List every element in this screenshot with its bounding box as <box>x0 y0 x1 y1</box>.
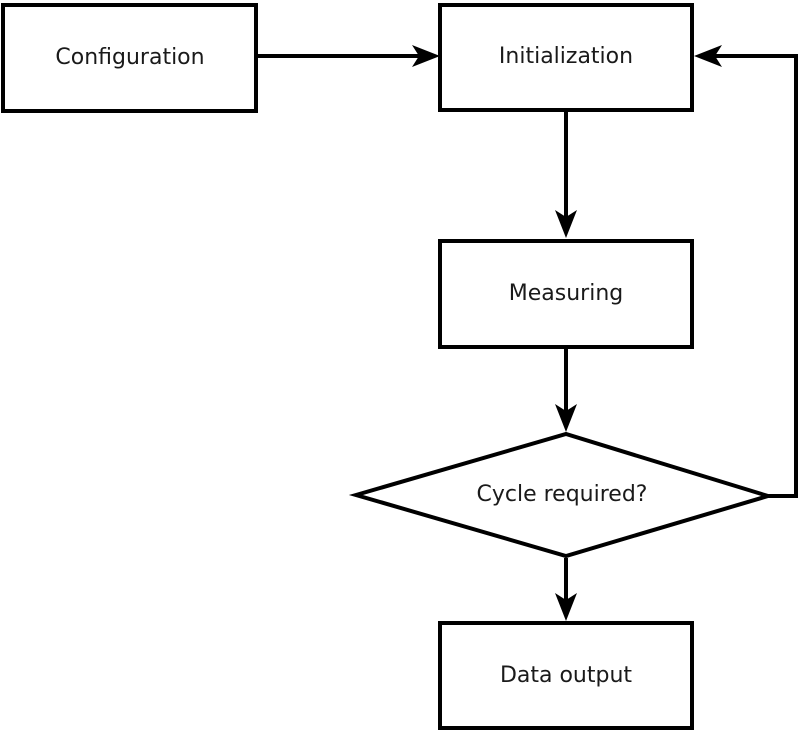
arrow-head-down-into-cycle-required <box>555 404 577 432</box>
node-configuration-shape[interactable] <box>1 3 258 113</box>
arrow-head-down-into-data-output <box>555 593 577 621</box>
node-initialization[interactable]: Initialization <box>438 3 694 112</box>
nodes-layer: Configuration Initialization Measuring C… <box>1 3 775 730</box>
node-cycle-required-shape[interactable] <box>348 431 775 559</box>
edge-line-feedback-loop <box>712 54 798 498</box>
arrow-head-right-into-initialization <box>412 45 440 67</box>
node-cycle-required[interactable]: Cycle required? <box>348 431 775 559</box>
arrow-head-down-into-measuring <box>555 210 577 238</box>
node-configuration[interactable]: Configuration <box>1 3 258 113</box>
edge-configuration-to-initialization <box>258 45 440 67</box>
node-configuration-label: Configuration <box>55 45 204 70</box>
node-data-output-label: Data output <box>500 663 632 688</box>
node-initialization-label: Initialization <box>499 44 633 69</box>
node-data-output-shape[interactable] <box>438 621 694 730</box>
edge-initialization-to-measuring <box>555 112 577 238</box>
node-measuring-label: Measuring <box>509 281 623 306</box>
edge-cycle-required-to-initialization-loop <box>694 45 798 498</box>
edges-layer <box>258 45 798 621</box>
node-initialization-shape[interactable] <box>438 3 694 112</box>
node-measuring[interactable]: Measuring <box>438 239 694 349</box>
edge-cycle-required-to-data-output <box>555 558 577 621</box>
node-cycle-required-label: Cycle required? <box>477 482 648 507</box>
node-measuring-shape[interactable] <box>438 239 694 349</box>
node-data-output[interactable]: Data output <box>438 621 694 730</box>
edge-measuring-to-cycle-required <box>555 349 577 432</box>
arrow-head-left-into-initialization <box>694 45 722 67</box>
